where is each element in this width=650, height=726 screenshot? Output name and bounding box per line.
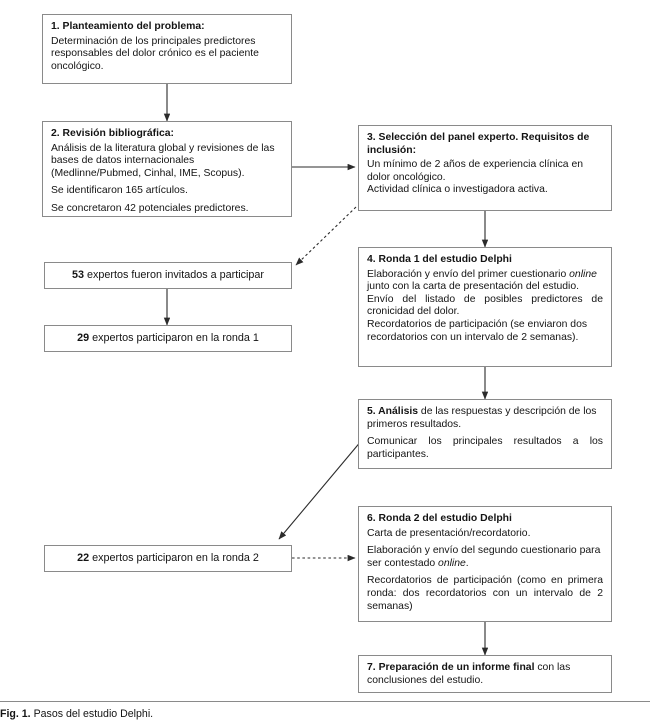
node-3-title: 3. Selección del panel experto. Requisit… xyxy=(367,132,590,156)
node-1-body: Determinación de los principales predict… xyxy=(51,35,259,72)
node-count-29-round-1[interactable]: 29 expertos participaron en la ronda 1 xyxy=(44,325,292,352)
node-2-body-2: Se identificaron 165 artículos. xyxy=(51,185,188,197)
node-count-29-label: expertos participaron en la ronda 1 xyxy=(89,332,259,345)
node-count-29-text: 29 expertos participaron en la ronda 1 xyxy=(77,332,259,345)
caption-divider xyxy=(0,701,650,702)
node-6-body-2-emphasis: online xyxy=(438,557,466,569)
node-5-title: 5. Análisis de las respuestas y descripc… xyxy=(367,406,603,431)
node-1-problem-statement[interactable]: 1. Planteamiento del problema: Determina… xyxy=(42,14,292,84)
node-2-literature-review[interactable]: 2. Revisión bibliográfica: Análisis de l… xyxy=(42,121,292,217)
node-4-title: 4. Ronda 1 del estudio Delphi xyxy=(367,254,512,265)
node-6-title: 6. Ronda 2 del estudio Delphi xyxy=(367,513,512,524)
node-4-body-1-b: junto con la carta de presentación del e… xyxy=(367,281,579,293)
node-3-body-1: Un mínimo de 2 años de experiencia clíni… xyxy=(367,159,584,183)
node-6-body-2-b: . xyxy=(465,557,469,569)
node-6-delphi-round-2[interactable]: 6. Ronda 2 del estudio Delphi Carta de p… xyxy=(358,506,612,622)
node-count-53-text: 53 expertos fueron invitados a participa… xyxy=(72,269,264,282)
node-4-body-1-emphasis: online xyxy=(569,268,597,280)
node-count-29-number: 29 xyxy=(77,332,90,345)
node-count-53-label: expertos fueron invitados a participar xyxy=(83,269,265,282)
node-5-body-2: Comunicar los principales resultados a l… xyxy=(367,436,603,460)
node-7-title-keyword: Preparación de un informe final xyxy=(378,662,535,673)
node-3-body-2: Actividad clínica o investigadora activa… xyxy=(367,184,548,196)
node-2-body-3: Se concretaron 42 potenciales predictore… xyxy=(51,202,249,214)
node-count-22-text: 22 expertos participaron en la ronda 2 xyxy=(77,552,259,565)
node-5-analysis[interactable]: 5. Análisis de las respuestas y descripc… xyxy=(358,399,612,469)
node-5-title-rest: de las respuestas y descripción de los p… xyxy=(367,406,597,430)
node-4-body-3: Recordatorios de participación (se envia… xyxy=(367,318,588,343)
node-4-body-1-a: Elaboración y envío del primer cuestiona… xyxy=(367,268,570,280)
node-5-title-number: 5. xyxy=(367,406,379,417)
node-6-body-3: Recordatorios de participación (como en … xyxy=(367,575,603,612)
node-5-title-keyword: Análisis xyxy=(378,406,419,417)
node-count-53-number: 53 xyxy=(71,269,84,282)
node-6-body-2-a: Elaboración y envío del segundo cuestion… xyxy=(367,545,601,569)
node-6-body-1: Carta de presentación/recordatorio. xyxy=(367,527,531,539)
figure-caption-text: Pasos del estudio Delphi. xyxy=(33,708,154,720)
node-7-title-number: 7. xyxy=(367,662,379,673)
node-6-body-2: Elaboración y envío del segundo cuestion… xyxy=(367,545,603,570)
figure-caption-label: Fig. 1. xyxy=(0,708,31,720)
node-2-title: 2. Revisión bibliográfica: xyxy=(51,128,174,139)
node-count-22-number: 22 xyxy=(77,552,90,565)
figure-caption: Fig. 1. Pasos del estudio Delphi. xyxy=(0,708,650,721)
node-count-22-round-2[interactable]: 22 expertos participaron en la ronda 2 xyxy=(44,545,292,572)
node-4-body-2: Envío del listado de posibles predictore… xyxy=(367,293,603,318)
node-3-expert-panel-selection[interactable]: 3. Selección del panel experto. Requisit… xyxy=(358,125,612,211)
node-7-title-rest: con las conclusiones del estudio. xyxy=(367,662,571,686)
edge-n5-to-c22 xyxy=(278,439,363,540)
edge-n3-to-c53 xyxy=(295,206,357,266)
node-4-delphi-round-1[interactable]: 4. Ronda 1 del estudio Delphi Elaboració… xyxy=(358,247,612,367)
node-2-body-1: Análisis de la literatura global y revis… xyxy=(51,142,275,179)
node-4-body-1: Elaboración y envío del primer cuestiona… xyxy=(367,269,603,294)
node-count-53-invited[interactable]: 53 expertos fueron invitados a participa… xyxy=(44,262,292,289)
node-count-22-label: expertos participaron en la ronda 2 xyxy=(89,552,259,565)
node-7-title: 7. Preparación de un informe final con l… xyxy=(367,662,603,687)
node-7-final-report[interactable]: 7. Preparación de un informe final con l… xyxy=(358,655,612,693)
node-1-title: 1. Planteamiento del problema: xyxy=(51,21,205,32)
